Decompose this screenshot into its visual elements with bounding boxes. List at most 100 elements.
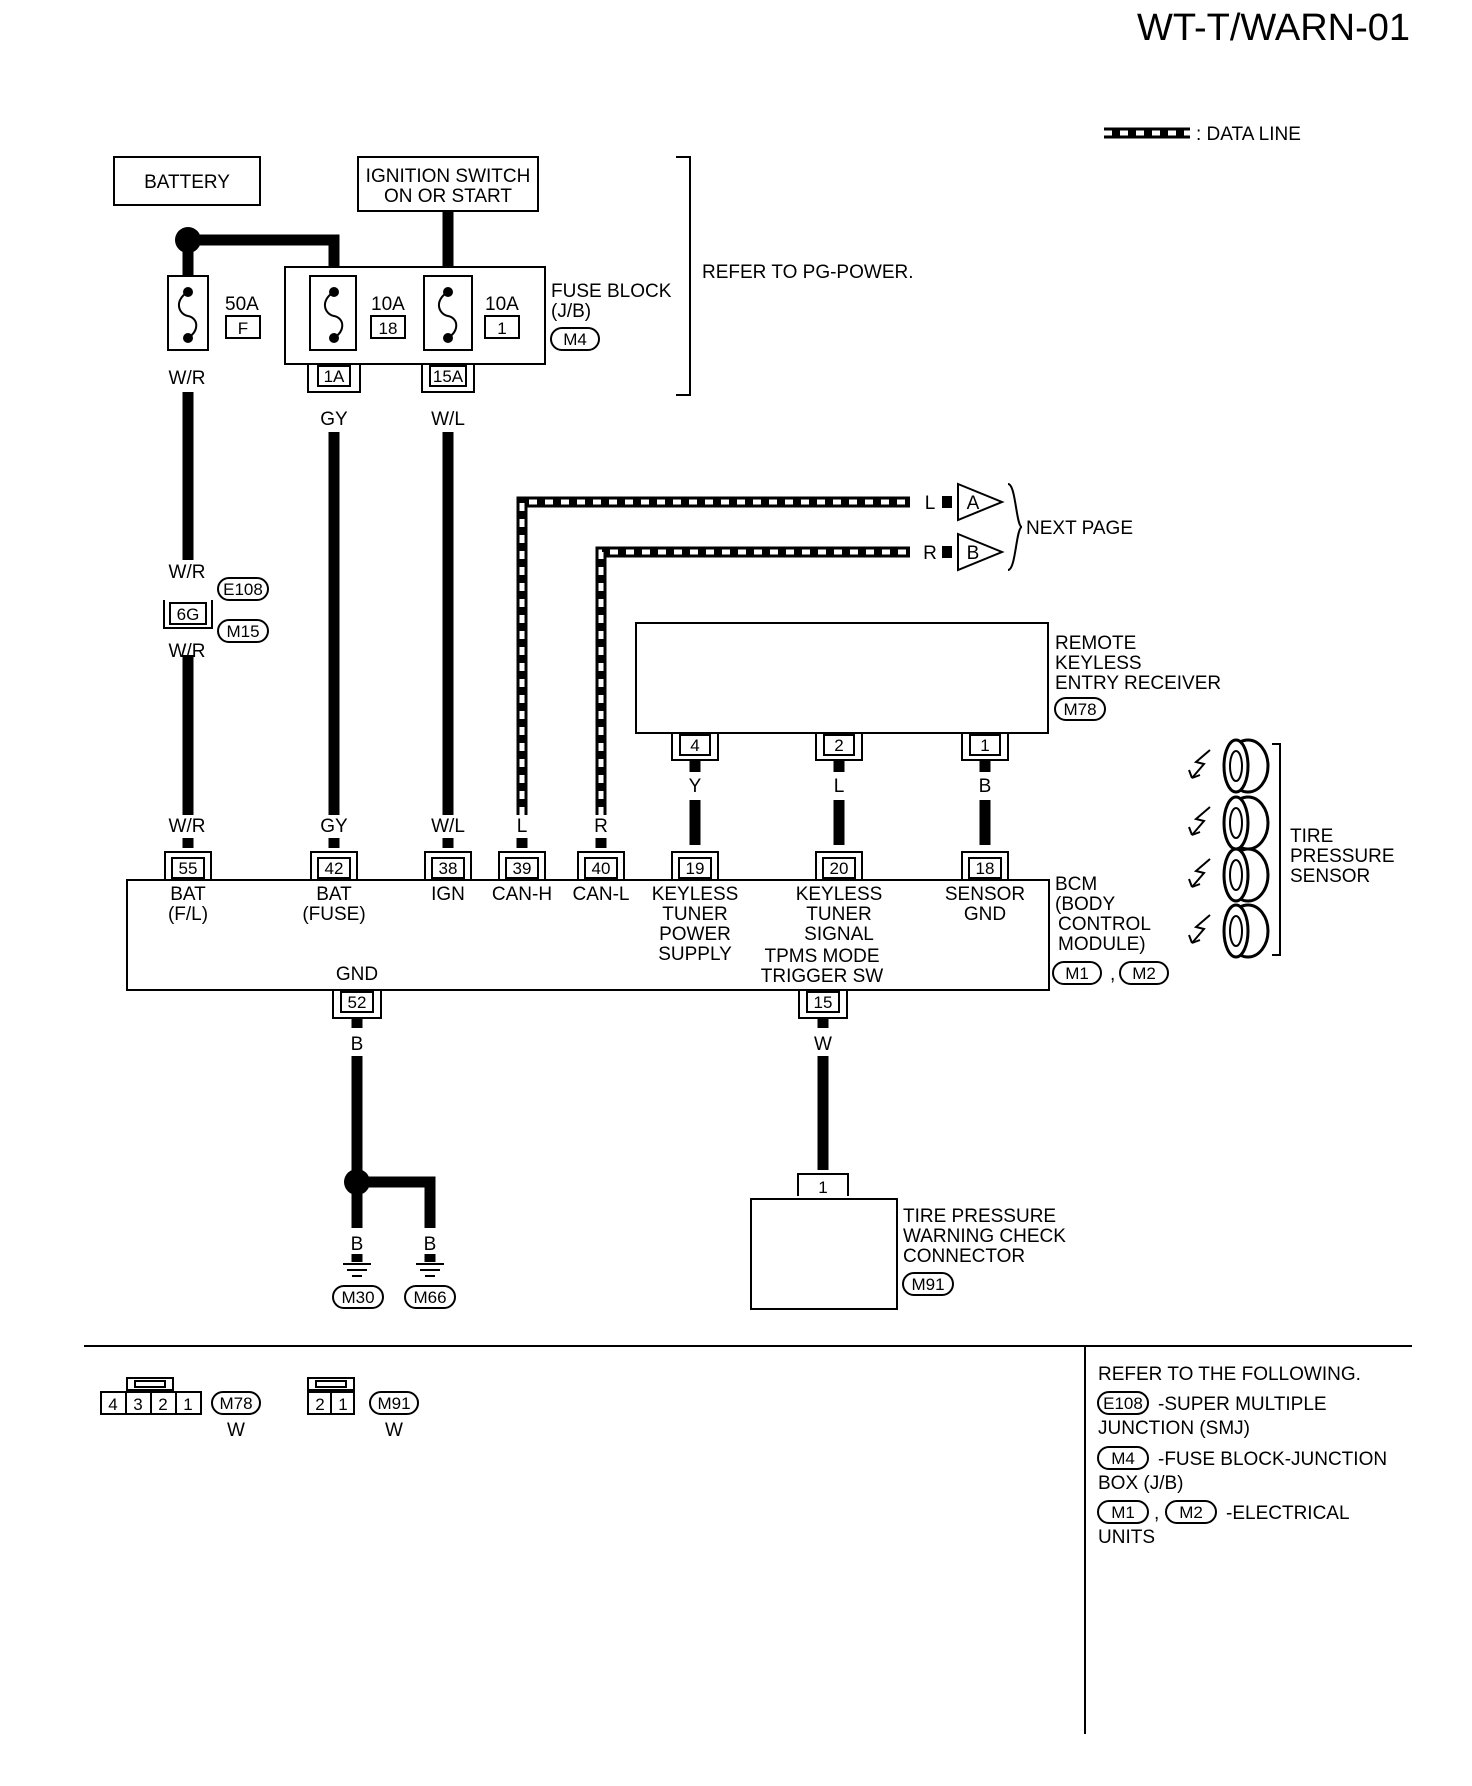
bcm-term-gnd: GND — [336, 964, 378, 985]
battery-splice — [175, 227, 201, 253]
m4-connector-tag — [550, 327, 600, 351]
next-page-a: A — [967, 493, 980, 514]
next-page-b-arrow — [957, 532, 1005, 572]
m30-wire-color: B — [351, 1234, 364, 1255]
terminal-15a-box — [429, 365, 467, 387]
bcm-label-3: CONTROL — [1058, 914, 1151, 935]
refer-m4-tag — [1097, 1446, 1149, 1470]
data-line-legend-label: : DATA LINE — [1196, 124, 1301, 145]
m2-code: M2 — [1132, 964, 1156, 983]
refer-m1-code: M1 — [1111, 1503, 1135, 1522]
fuse-50a — [167, 275, 209, 351]
bcm-pin-40: 40 — [592, 859, 611, 878]
m91-face-pin-1: 1 — [338, 1395, 347, 1414]
m4-connector-code: M4 — [563, 330, 587, 349]
next-page-label: NEXT PAGE — [1026, 518, 1133, 539]
terminal-15a: 15A — [433, 367, 464, 386]
refer-m12-desc-2: UNITS — [1098, 1527, 1155, 1548]
fuse-block-label-1: FUSE BLOCK — [551, 281, 672, 302]
fuse-50a-id-box — [225, 315, 261, 339]
m91-face-pin-2: 2 — [315, 1395, 324, 1414]
bcm-term-kts-2: TUNER — [806, 904, 871, 925]
ground-symbol-m66 — [416, 1263, 444, 1277]
check-connector-pin-1: 1 — [818, 1178, 827, 1197]
bcm-pin-55: 55 — [179, 859, 198, 878]
m1-tag — [1052, 961, 1102, 985]
m78-tag — [1054, 697, 1106, 721]
rke-pin-4-box — [679, 734, 711, 756]
wire-color-wr-3: W/R — [169, 641, 206, 662]
pg-power-bracket — [676, 156, 691, 396]
fuse-1-id: 1 — [497, 319, 506, 338]
bcm-wire-color-r: R — [594, 816, 608, 837]
bcm-term-kps-1: KEYLESS — [652, 884, 739, 905]
fuse-10a-1 — [423, 275, 473, 351]
bcm-term-bat-fuse-1: BAT — [316, 884, 352, 905]
m91-face-tag — [369, 1391, 419, 1415]
bcm-label-2: (BODY — [1055, 894, 1116, 915]
bcm-pin-52-box — [340, 991, 374, 1013]
bcm-pin-18: 18 — [976, 859, 995, 878]
rke-label-3: ENTRY RECEIVER — [1055, 673, 1221, 694]
m91-face-code: M91 — [377, 1394, 410, 1413]
bcm-term-kps-3: POWER — [659, 924, 731, 945]
bcm-term-tpms-2: TRIGGER SW — [761, 966, 884, 987]
wire-battery-10a-18 — [188, 234, 340, 276]
ignition-label-1: IGNITION SWITCH — [366, 166, 531, 187]
tire-sensor-bracket — [1272, 743, 1281, 956]
wire-color-wr-2: W/R — [169, 562, 206, 583]
bcm-wire-color-wl: W/L — [431, 816, 465, 837]
bcm-term-bat-fuse-2: (FUSE) — [302, 904, 365, 925]
m78-face-pin-1: 1 — [183, 1395, 192, 1414]
fuse-block-label-2: (J/B) — [551, 301, 591, 322]
can-l-color-next: R — [923, 543, 937, 564]
m66-wire-color: B — [424, 1234, 437, 1255]
fuse-18-rating: 10A — [371, 294, 405, 315]
rke-wire-color-y: Y — [689, 776, 702, 797]
m66-code: M66 — [413, 1288, 446, 1307]
e108-code: E108 — [223, 580, 263, 599]
battery-label: BATTERY — [144, 172, 230, 193]
can-h-data-line — [516, 496, 910, 815]
terminal-15a-frame — [421, 364, 475, 393]
rke-pin-2-box — [823, 734, 855, 756]
battery-box — [113, 156, 261, 206]
terminal-1a-frame — [307, 364, 361, 393]
fuse-1-rating: 10A — [485, 294, 519, 315]
check-connector-label-3: CONNECTOR — [903, 1246, 1025, 1267]
refer-conn-separator: , — [1154, 1503, 1159, 1524]
bcm-term-kts-3: SIGNAL — [804, 924, 874, 945]
m15-tag — [217, 619, 269, 643]
bcm-pin-20: 20 — [830, 859, 849, 878]
refer-m1-tag — [1097, 1500, 1149, 1524]
bcm-term-kts-1: KEYLESS — [796, 884, 883, 905]
m78-face-pin-2: 2 — [158, 1395, 167, 1414]
refer-m2-code: M2 — [1179, 1503, 1203, 1522]
connector-6g-frame — [163, 600, 213, 629]
refer-pg-power: REFER TO PG-POWER. — [702, 262, 914, 283]
page-code: WT-T/WARN-01 — [1137, 7, 1410, 49]
wire-gnd-m66 — [357, 1176, 436, 1228]
bcm-pin-52: 52 — [348, 993, 367, 1012]
check-connector-pin-frame — [797, 1173, 849, 1196]
terminal-1a: 1A — [324, 367, 345, 386]
bcm-conn-separator: , — [1110, 964, 1115, 985]
bcm-wire-color-gy: GY — [320, 816, 348, 837]
rke-receiver-box — [635, 622, 1049, 734]
wire-color-gy-1: GY — [320, 409, 348, 430]
can-h-color-next: L — [925, 493, 936, 514]
bcm-term-can-h: CAN-H — [492, 884, 552, 905]
m78-face-code: M78 — [219, 1394, 252, 1413]
m78-face-pin-3: 3 — [133, 1395, 142, 1414]
m78-connector-face — [100, 1377, 202, 1415]
wire-color-wl-1: W/L — [431, 409, 465, 430]
bcm-wire-color-l: L — [517, 816, 528, 837]
bcm-pin-39: 39 — [513, 859, 532, 878]
refer-m2-tag — [1165, 1500, 1217, 1524]
rke-pin-1: 1 — [980, 736, 989, 755]
bcm-term-can-l: CAN-L — [572, 884, 629, 905]
e108-tag — [217, 577, 269, 601]
refer-e108-desc-2: JUNCTION (SMJ) — [1098, 1418, 1250, 1439]
bcm-term-ign: IGN — [431, 884, 465, 905]
